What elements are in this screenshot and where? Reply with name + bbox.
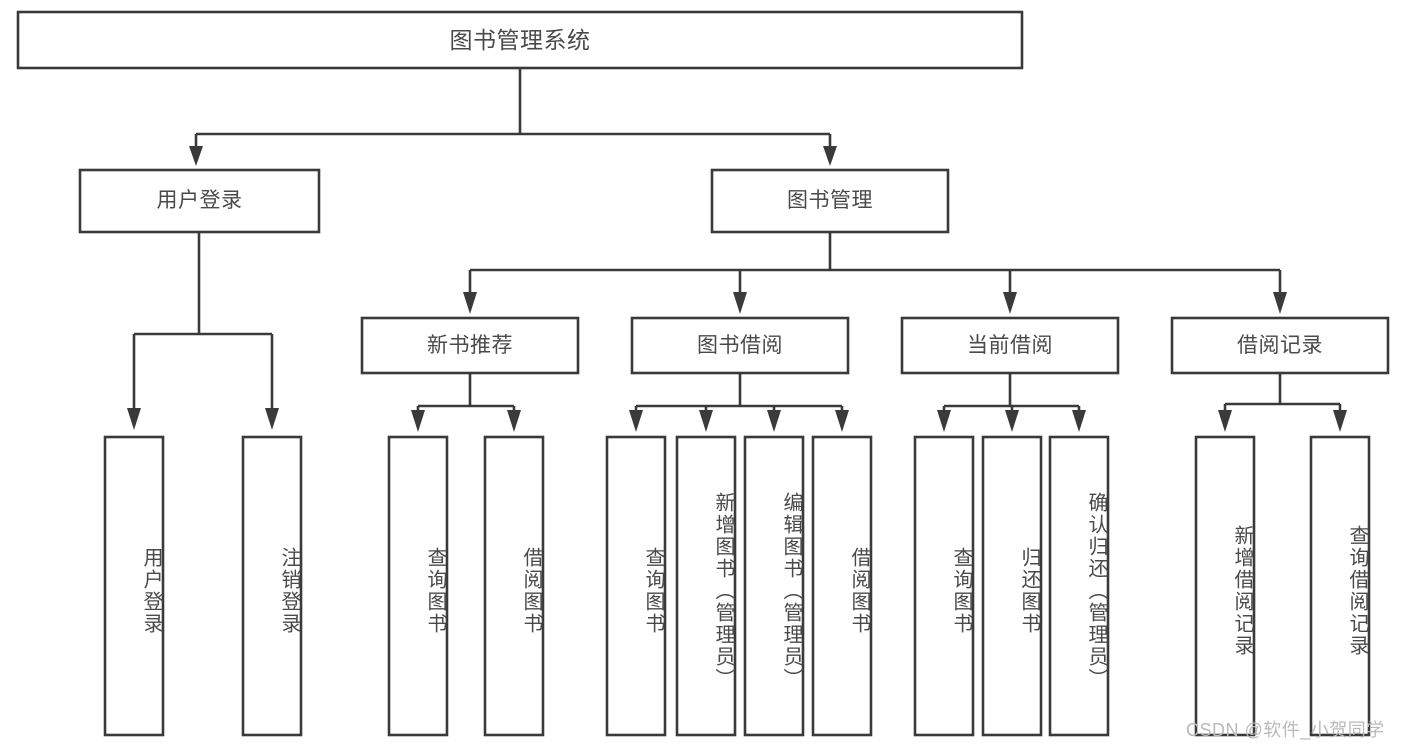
arrowhead-current-leaf-2 (1005, 410, 1019, 432)
node-box-leaf-edit-book[interactable] (743, 435, 805, 737)
arrowhead-level3-1 (463, 292, 477, 314)
node-box-leaf-user-login[interactable] (103, 435, 165, 737)
arrowhead-level3-3 (1003, 292, 1017, 314)
watermark-text: CSDN @软件_小贺同学 (1186, 720, 1385, 740)
arrowhead-record-leaf-1 (1218, 410, 1232, 432)
node-box-leaf-query-book-2[interactable] (605, 435, 667, 737)
node-box-leaf-borrow-book-1[interactable] (483, 435, 545, 737)
arrowhead-login (189, 146, 203, 166)
node-box-leaf-return-book[interactable] (981, 435, 1043, 737)
node-box-leaf-query-book-3[interactable] (913, 435, 975, 737)
arrowhead-record-leaf-2 (1333, 410, 1347, 432)
arrowhead-borrow-leaf-1 (629, 410, 643, 432)
node-box-root[interactable] (16, 10, 1024, 70)
node-box-book-borrow[interactable] (630, 316, 850, 375)
arrowhead-login-leaf-1 (127, 408, 141, 430)
arrowhead-newbook-leaf-1 (411, 410, 425, 432)
arrowhead-borrow-leaf-4 (835, 410, 849, 432)
arrowhead-borrow-leaf-3 (767, 410, 781, 432)
connector-group (127, 68, 1347, 432)
node-box-borrow-record[interactable] (1170, 316, 1390, 375)
node-box-book-management[interactable] (710, 168, 950, 234)
node-box-leaf-add-record[interactable] (1194, 435, 1256, 737)
node-box-group (16, 10, 1390, 737)
arrowhead-current-leaf-3 (1072, 410, 1086, 432)
arrowhead-level3-4 (1273, 292, 1287, 314)
node-box-user-login[interactable] (78, 168, 321, 234)
arrowhead-borrow-leaf-2 (699, 410, 713, 432)
arrowhead-newbook-leaf-2 (507, 410, 521, 432)
node-box-leaf-query-record[interactable] (1309, 435, 1371, 737)
node-box-leaf-query-book-1[interactable] (387, 435, 449, 737)
node-box-new-book-recommend[interactable] (360, 316, 580, 375)
node-box-leaf-add-book[interactable] (675, 435, 737, 737)
arrowhead-login-leaf-2 (265, 408, 279, 430)
arrowhead-level3-2 (733, 292, 747, 314)
node-box-current-borrow[interactable] (900, 316, 1120, 375)
node-box-leaf-logout[interactable] (241, 435, 303, 737)
arrowhead-bookmgmt (823, 146, 837, 166)
arrowhead-current-leaf-1 (937, 410, 951, 432)
node-box-leaf-borrow-book-2[interactable] (811, 435, 873, 737)
node-box-leaf-confirm-return[interactable] (1048, 435, 1110, 737)
